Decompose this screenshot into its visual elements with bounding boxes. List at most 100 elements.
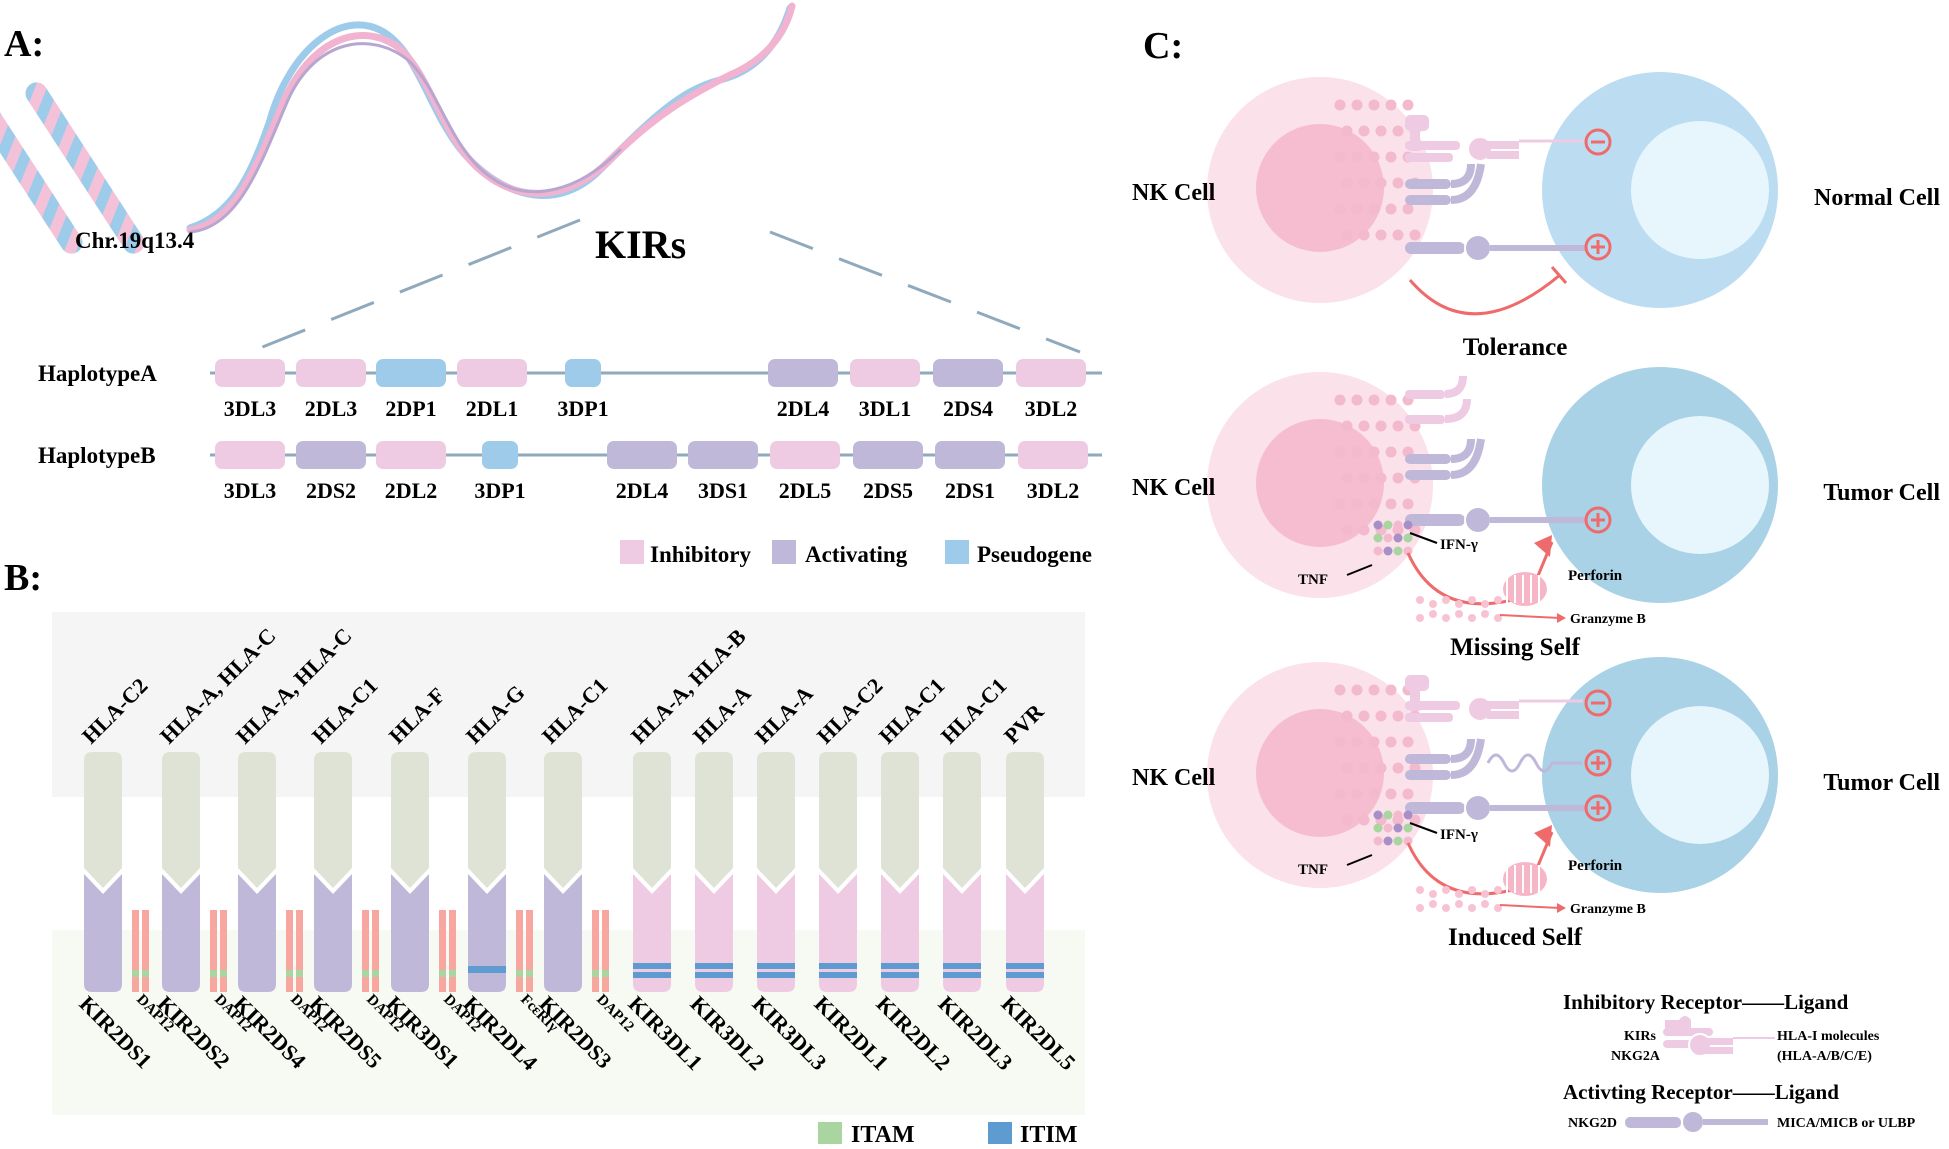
legend-swatch-pseudogene: [945, 540, 969, 564]
cytokine-dot: [1383, 546, 1393, 556]
itim-motif: [468, 966, 506, 973]
itam-motif: [132, 970, 139, 977]
ligand-block: [757, 752, 795, 888]
granule: [1375, 762, 1387, 774]
granule: [1368, 151, 1380, 163]
granule: [1334, 446, 1346, 458]
granule: [1368, 99, 1380, 111]
legend-label-pseudogene: Pseudogene: [977, 542, 1092, 567]
gene-label: 3DP1: [474, 478, 525, 503]
granule: [1385, 788, 1397, 800]
adaptor-chain: [516, 910, 523, 992]
granzyme-dot: [1481, 600, 1489, 608]
gene-box-3dp1: [565, 359, 601, 387]
itam-motif: [372, 970, 379, 977]
gene-label: 3DL2: [1027, 478, 1080, 503]
gene-box-2dl2: [376, 441, 446, 469]
kirs-title: KIRs: [595, 222, 686, 267]
ligand-wave: [1486, 753, 1582, 773]
gene-label: 2DS5: [863, 478, 913, 503]
receptor-body: [84, 874, 122, 992]
granule: [1334, 684, 1346, 696]
receptor-body: [633, 874, 671, 992]
adaptor-chain: [439, 910, 446, 992]
granule: [1358, 762, 1370, 774]
gene-label: 3DS1: [698, 478, 748, 503]
granule: [1385, 446, 1397, 458]
adaptor-chain: [449, 910, 456, 992]
itam-motif: [592, 970, 599, 977]
granule: [1341, 125, 1353, 137]
granzyme-dot: [1494, 596, 1502, 604]
adaptor-chain: [296, 910, 303, 992]
activation-sign-icon: [1584, 506, 1612, 534]
gene-box-2dp1: [376, 359, 446, 387]
granule: [1358, 524, 1370, 536]
legend-swatch-itim: [988, 1122, 1012, 1144]
motif-legend: ITAM ITIM: [818, 1122, 1077, 1148]
itim-motif: [633, 972, 671, 978]
nk-cell-label: NK Cell: [1132, 475, 1216, 501]
nkg2d-receptor-icon: [1405, 506, 1585, 534]
itam-motif: [449, 970, 456, 977]
granule: [1392, 710, 1404, 722]
granzyme-dot: [1468, 596, 1476, 604]
granule: [1392, 762, 1404, 774]
cytokine-dot: [1403, 823, 1413, 833]
granule: [1368, 203, 1380, 215]
tnf-label: TNF: [1298, 862, 1328, 878]
itim-motif: [1006, 972, 1044, 978]
granule: [1341, 472, 1353, 484]
inhibitory-receptor-icon: [1405, 675, 1583, 722]
receptor-body: [544, 874, 582, 992]
granule: [1341, 420, 1353, 432]
itam-motif: [439, 970, 446, 977]
granzyme-dot: [1416, 614, 1424, 622]
granule: [1351, 684, 1363, 696]
receptor-ligand-legend: Inhibitory Receptor——Ligand KIRs NKG2A H…: [1563, 990, 1916, 1134]
granule: [1385, 203, 1397, 215]
inhibitory-receptor-icon: [1405, 115, 1583, 162]
granzyme-dot: [1429, 600, 1437, 608]
legend-swatch-itam: [818, 1122, 842, 1144]
activating-legend-title: Activting Receptor——Ligand: [1563, 1080, 1839, 1104]
receptor-body: [468, 874, 506, 992]
itim-motif: [757, 972, 795, 978]
unbound-inhibitory-receptor-icon: [1405, 375, 1471, 424]
nk-cell-label: NK Cell: [1132, 180, 1216, 206]
cytokine-dot: [1373, 533, 1383, 543]
granzyme-arrow: [1499, 904, 1561, 909]
activating-receptor-icon: [1405, 438, 1485, 480]
inhibitory-receptor-icon: [1663, 1016, 1775, 1057]
cytokine-dot: [1383, 823, 1393, 833]
adaptor-chain: [526, 910, 533, 992]
granule: [1334, 736, 1346, 748]
gene-box-2ds2: [296, 441, 366, 469]
adaptor-chain: [362, 910, 369, 992]
cytokine-dot: [1383, 836, 1393, 846]
gene-label: 2DL4: [777, 396, 830, 421]
cytokine-dot: [1373, 546, 1383, 556]
granule: [1385, 151, 1397, 163]
gene-box-2ds4: [933, 359, 1003, 387]
ligand-block: [391, 752, 429, 888]
cytokine-dot: [1373, 836, 1383, 846]
receptor-body: [162, 874, 200, 992]
granule: [1334, 151, 1346, 163]
adaptor-chain: [210, 910, 217, 992]
ligand-block: [695, 752, 733, 888]
gene-label: 2DL1: [466, 396, 519, 421]
granule: [1375, 710, 1387, 722]
inhibition-sign-icon: [1584, 128, 1612, 156]
gene-box-3dl1: [850, 359, 920, 387]
nk-cell-label: NK Cell: [1132, 765, 1216, 791]
activating-legend-ligand: MICA/MICB or ULBP: [1777, 1116, 1916, 1131]
granule: [1334, 99, 1346, 111]
granule: [1341, 229, 1353, 241]
gene-box-2dl4: [768, 359, 838, 387]
granule: [1341, 762, 1353, 774]
panel-b-label: B:: [4, 557, 42, 599]
granzyme-dot: [1416, 904, 1424, 912]
itam-motif: [362, 970, 369, 977]
